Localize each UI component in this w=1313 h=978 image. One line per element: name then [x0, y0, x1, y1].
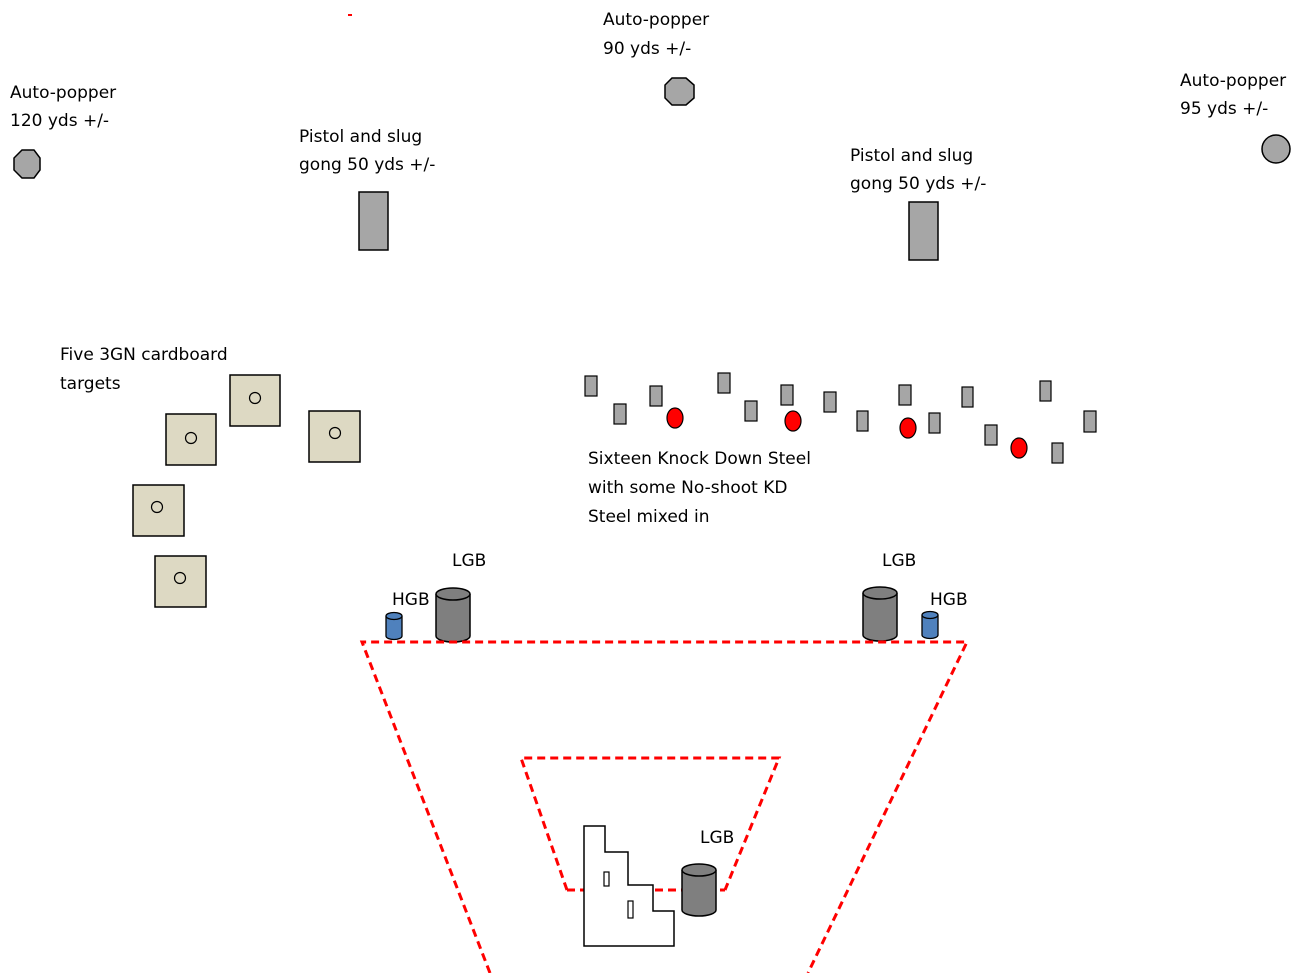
cardboard-label-2: targets: [60, 374, 121, 394]
hgb-left-label: HGB: [392, 590, 430, 610]
kd-steel: [961, 386, 974, 408]
kd-steel: [649, 385, 663, 407]
gong-left: Pistol and slug gong 50 yds +/-: [299, 127, 435, 251]
barrels-left: LGB HGB: [385, 551, 486, 643]
kd-steel: [823, 391, 837, 413]
barrels-right: LGB HGB: [862, 551, 968, 642]
gong-left-label-1: Pistol and slug: [299, 127, 422, 147]
popper-right-label-2: 95 yds +/-: [1180, 99, 1268, 119]
gong-right-plate: [908, 201, 939, 261]
popper-left: Auto-popper 120 yds +/-: [10, 83, 116, 179]
cardboard-target: [308, 410, 361, 463]
inner-fault-line: [518, 756, 782, 891]
lgb-table-label: LGB: [700, 828, 734, 848]
lgb-left-label: LGB: [452, 551, 486, 571]
barrel-table: LGB: [681, 828, 734, 917]
kd-steel: [856, 410, 869, 432]
kd-steel: [984, 424, 998, 446]
kd-steel: [780, 384, 794, 406]
popper-left-label-2: 120 yds +/-: [10, 111, 109, 131]
popper-center: Auto-popper 90 yds +/-: [603, 10, 709, 106]
gong-right: Pistol and slug gong 50 yds +/-: [850, 146, 986, 261]
no-shoot-steel: [899, 417, 917, 439]
no-shoot-steel: [1010, 437, 1028, 459]
cardboard-target: [132, 484, 185, 537]
outer-fault-line: [359, 640, 970, 974]
cardboard-target: [165, 413, 217, 466]
popper-left-label-1: Auto-popper: [10, 83, 116, 103]
kd-steel-label-1: Sixteen Knock Down Steel: [588, 449, 811, 469]
popper-center-label-1: Auto-popper: [603, 10, 709, 30]
kd-steel: [717, 372, 731, 394]
no-shoot-steel: [666, 407, 684, 429]
cardboard-label-1: Five 3GN cardboard: [60, 345, 228, 365]
kd-steel-array: Sixteen Knock Down Steel with some No-sh…: [584, 372, 1097, 527]
lgb-right-label: LGB: [882, 551, 916, 571]
kd-steel: [1083, 410, 1097, 433]
gong-right-label-1: Pistol and slug: [850, 146, 973, 166]
loading-table: [583, 825, 675, 947]
popper-center-steel: [664, 77, 695, 106]
table-slot: [627, 900, 634, 919]
kd-steel-label-3: Steel mixed in: [588, 507, 709, 527]
lgb-right-barrel: [862, 586, 898, 642]
cardboard-target: [229, 374, 281, 427]
hgb-right-label: HGB: [930, 590, 968, 610]
cardboard-targets: Five 3GN cardboard targets: [60, 345, 361, 608]
gong-left-label-2: gong 50 yds +/-: [299, 155, 435, 175]
popper-center-label-2: 90 yds +/-: [603, 39, 691, 59]
kd-steel: [898, 384, 912, 406]
hgb-right-barrel: [921, 610, 939, 640]
gong-right-label-2: gong 50 yds +/-: [850, 174, 986, 194]
popper-left-steel: [13, 149, 41, 179]
table-shape: [583, 825, 675, 947]
kd-steel: [613, 403, 627, 425]
kd-steel: [1039, 380, 1052, 402]
kd-steel: [928, 412, 941, 434]
popper-right: Auto-popper 95 yds +/-: [1180, 71, 1291, 164]
popper-right-label-1: Auto-popper: [1180, 71, 1286, 91]
no-shoot-steel: [784, 410, 802, 432]
popper-right-steel: [1261, 134, 1291, 164]
hgb-left-barrel: [385, 611, 403, 641]
lgb-left-barrel: [435, 587, 471, 643]
lgb-table-barrel: [681, 863, 717, 917]
cardboard-target: [154, 555, 207, 608]
table-slot: [603, 871, 610, 887]
kd-steel: [584, 375, 598, 397]
kd-steel: [744, 400, 758, 422]
kd-steel: [1051, 442, 1064, 464]
gong-left-plate: [358, 191, 389, 251]
kd-steel-label-2: with some No-shoot KD: [588, 478, 787, 498]
